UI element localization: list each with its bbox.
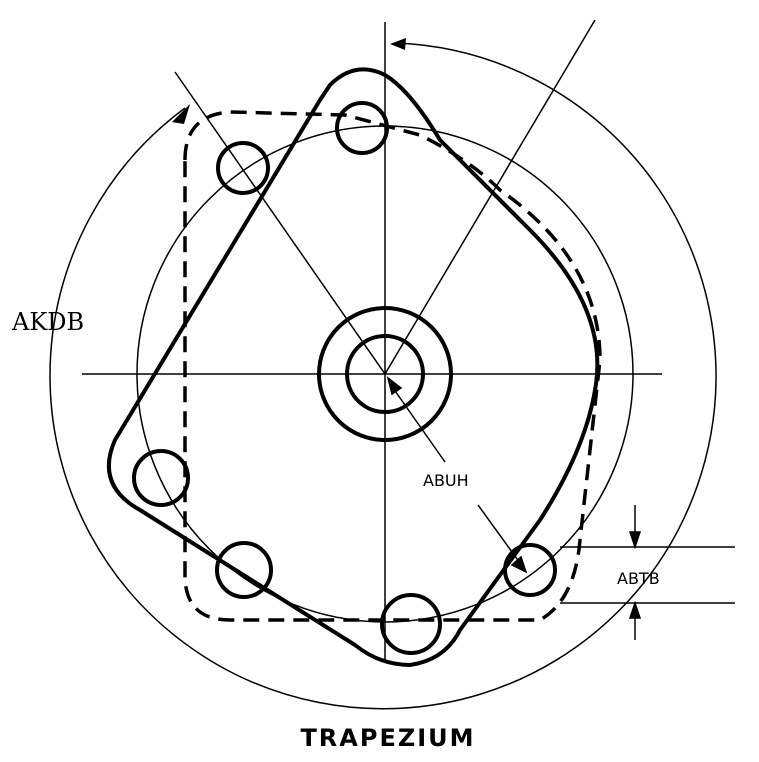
outer-dimension-arc [49,42,717,710]
bolt-hole-upper-left [216,141,270,195]
abuh-label: ABUH [423,471,469,490]
abuh-leader-hole [477,504,521,564]
bolt-hole-lower-right [503,543,557,597]
abuh-leaders [386,376,528,574]
akdb-arrow-end [390,38,406,50]
boss-outer-circle [317,306,453,442]
diagonal-centerline-upper-left [174,71,386,375]
abtb-arrow-bottom [628,600,642,619]
abuh-leader-center [392,387,446,463]
dashed-outline [183,110,602,622]
abuh-arrow-hole [510,555,528,574]
bolt-holes [132,101,557,655]
akdb-label: AKDB [11,308,84,336]
abtb-arrow-top [628,531,642,550]
diagonal-centerline-upper-right [384,19,596,375]
center-boss [317,306,453,442]
akdb-arrows [172,38,406,124]
bolt-hole-left [132,449,190,507]
flange-outline [106,67,600,667]
bolt-hole-lower-left [215,541,273,599]
bolt-hole-bottom [380,593,442,655]
drawing-title: TRAPEZIUM [300,724,475,752]
akdb-arrow-start [172,104,190,124]
abtb-label: ABTB [617,569,660,588]
bolt-hole-top [335,101,389,155]
boss-inner-circle [345,334,425,414]
abuh-arrow-center [386,376,403,396]
abtb-dimension [560,505,735,640]
